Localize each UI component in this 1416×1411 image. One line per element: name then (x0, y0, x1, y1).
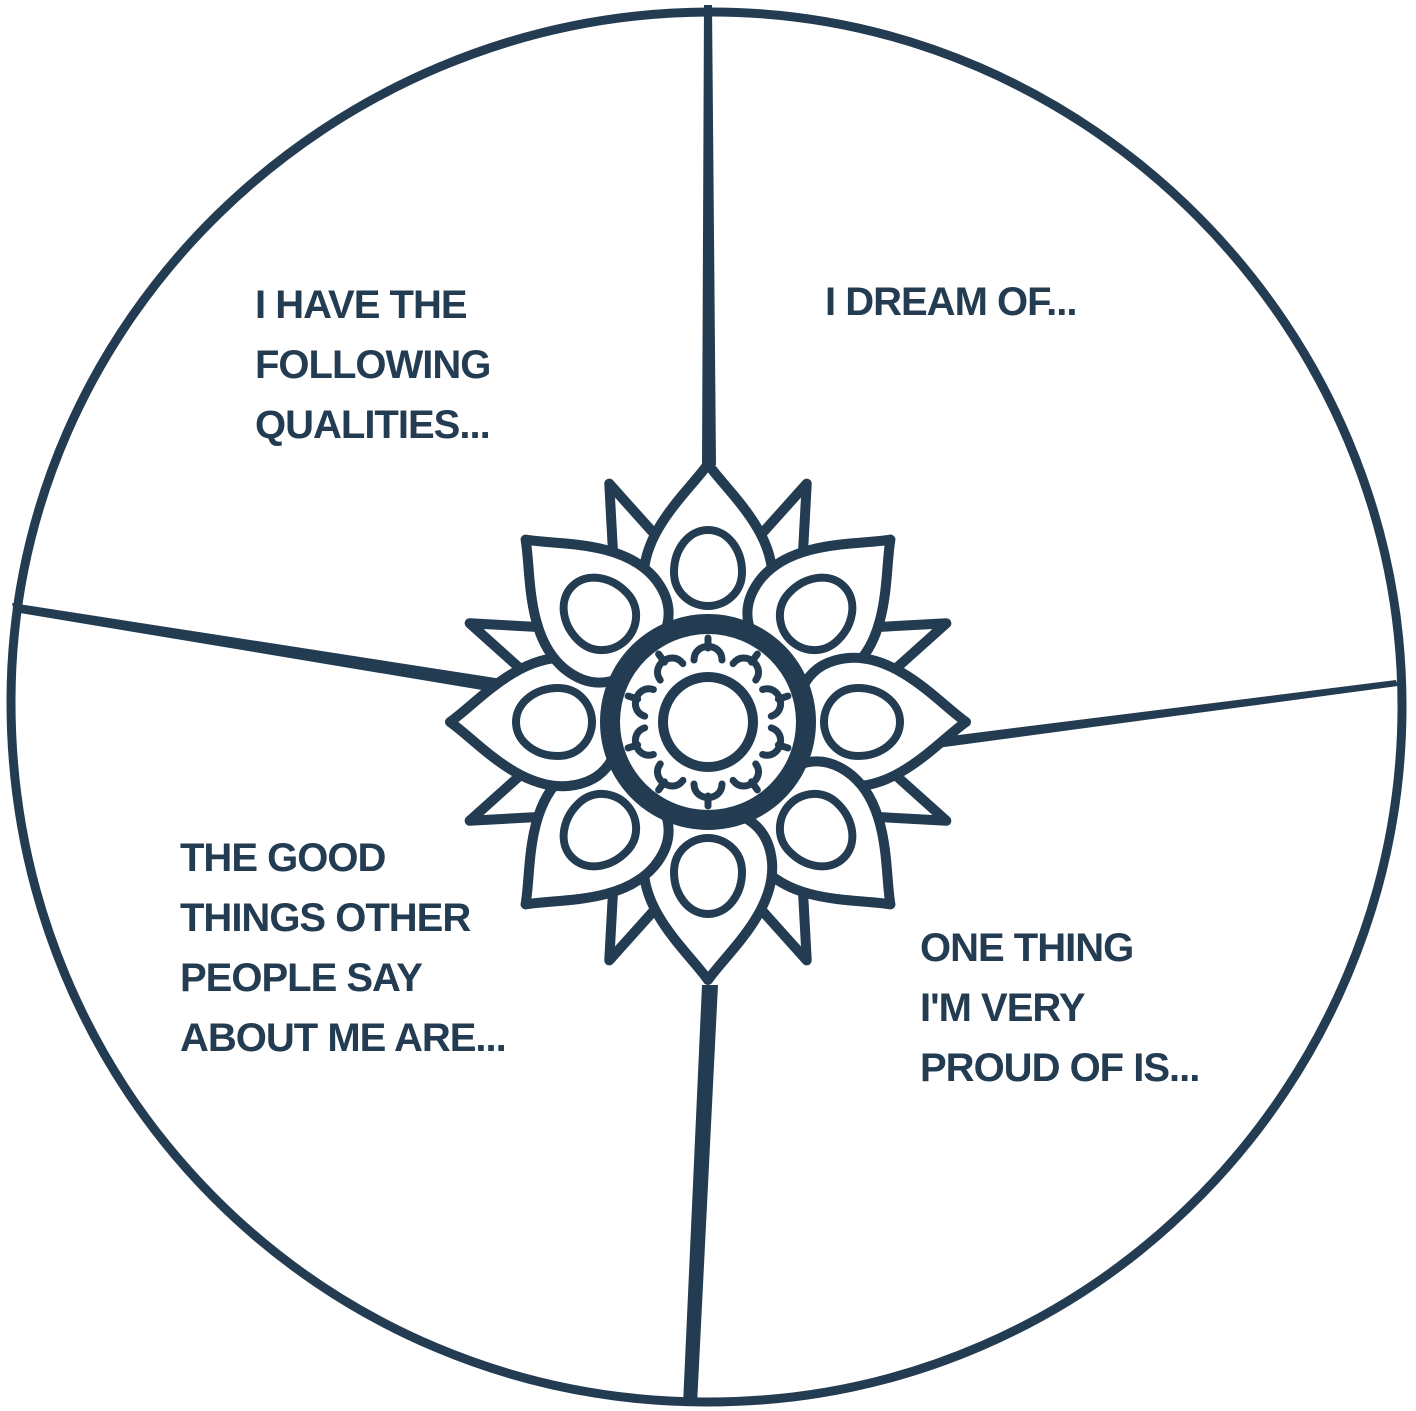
mandala-petal-inner (674, 530, 742, 606)
prompt-line: QUALITIES... (255, 395, 490, 455)
prompt-dream: I DREAM OF... (825, 272, 1076, 332)
prompt-line: FOLLOWING (255, 335, 490, 395)
divider-left (12, 603, 502, 693)
prompt-line: PROUD OF IS... (920, 1038, 1199, 1098)
prompt-good-things: THE GOOD THINGS OTHER PEOPLE SAY ABOUT M… (180, 828, 506, 1068)
prompt-qualities: I HAVE THE FOLLOWING QUALITIES... (255, 275, 490, 455)
prompt-line: ONE THING (920, 918, 1199, 978)
prompt-line: PEOPLE SAY (180, 948, 506, 1008)
prompt-line: THE GOOD (180, 828, 506, 888)
prompt-proud: ONE THING I'M VERY PROUD OF IS... (920, 918, 1199, 1098)
prompt-line: THINGS OTHER (180, 888, 506, 948)
prompt-line: I'M VERY (920, 978, 1199, 1038)
mandala-flower-icon (450, 464, 966, 980)
mandala-petal-inner (824, 688, 900, 756)
divider-bottom (683, 985, 718, 1405)
mandala-petal-inner (674, 838, 742, 914)
prompt-line: ABOUT ME ARE... (180, 1008, 506, 1068)
prompt-line: I HAVE THE (255, 275, 490, 335)
divider-right (935, 680, 1398, 748)
mandala-petal-inner (516, 688, 592, 756)
divider-top (702, 5, 716, 465)
prompt-line: I DREAM OF... (825, 272, 1076, 332)
